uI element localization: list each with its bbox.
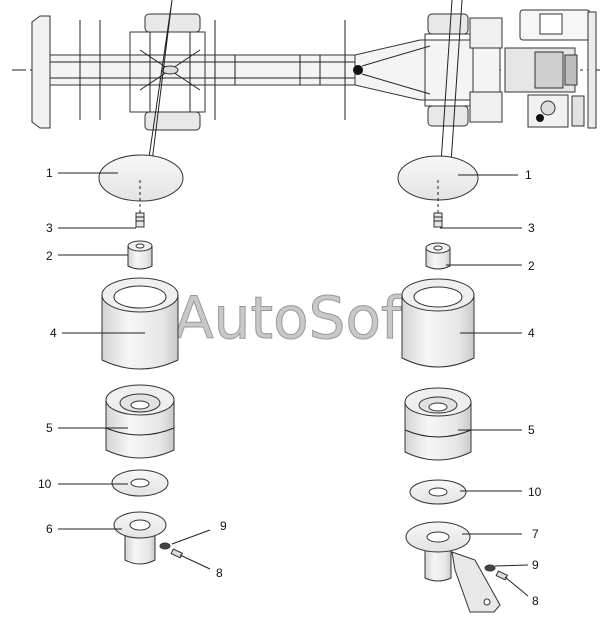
callout-label: 7: [532, 527, 539, 541]
callout-label: 6: [46, 522, 53, 536]
part-4-cylinder: [101, 277, 179, 370]
part-5-pad-right: [404, 387, 472, 461]
left-stack: [98, 154, 184, 565]
callout-label: 10: [38, 477, 52, 491]
callout-label: 4: [528, 326, 535, 340]
callout-label: 9: [532, 558, 539, 572]
callout-label: 8: [532, 594, 539, 608]
callout-label: 3: [528, 221, 535, 235]
callout-label: 4: [50, 326, 57, 340]
part-6-mount: [113, 511, 167, 565]
rear-wheels: [129, 13, 206, 131]
leader-lines-left: [58, 172, 211, 570]
part-10-washer-right: [409, 479, 467, 505]
callout-label: 10: [528, 485, 542, 499]
part-5-pad: [105, 384, 175, 459]
part-9-8-fasteners-right: [484, 564, 509, 581]
callout-label: 8: [216, 566, 223, 580]
part-1-cap: [98, 154, 184, 202]
callout-label: 9: [220, 519, 227, 533]
part-4-cylinder-right: [401, 278, 475, 368]
right-stack: [397, 155, 509, 613]
callouts-right: 1 3 2 4 5 10 7 9 8: [525, 168, 542, 608]
callout-label: 2: [46, 249, 53, 263]
part-7-bracket: [405, 521, 501, 613]
callout-label: 5: [528, 423, 535, 437]
chassis-top-view: [12, 0, 600, 179]
leader-lines-right: [437, 174, 529, 597]
part-9-8-fasteners-left: [159, 542, 184, 559]
watermark-text: AutoSoft: [174, 284, 423, 352]
front-section: [353, 9, 597, 129]
callout-label: 3: [46, 221, 53, 235]
part-3-bolt: [135, 212, 145, 228]
callout-label: 5: [46, 421, 53, 435]
callout-label: 1: [46, 166, 53, 180]
callouts-left: 1 3 2 4 5 10 6 9 8: [38, 166, 227, 580]
part-3-bolt-right: [433, 212, 443, 228]
part-2-bushing: [127, 240, 153, 270]
callout-label: 1: [525, 168, 532, 182]
part-2-bushing-right: [425, 242, 451, 270]
part-10-washer: [111, 469, 169, 497]
callout-label: 2: [528, 259, 535, 273]
